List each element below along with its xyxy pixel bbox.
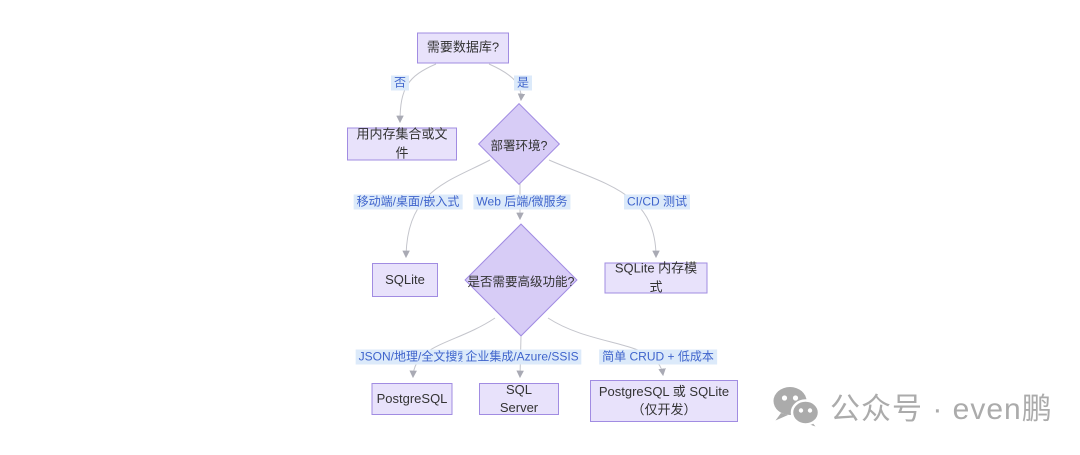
edge-deploy-env-mobile-sqlite <box>402 159 491 259</box>
node-advanced-label: 是否需要高级功能? <box>467 274 575 289</box>
edge-label-web: Web 后端/微服务 <box>473 194 571 210</box>
node-memory-file-label: 用内存集合或文件 <box>356 126 448 160</box>
node-sqlite-mem-label: SQLite 内存模式 <box>614 260 698 294</box>
edge-label-enterprise: 企业集成/Azure/SSIS <box>462 349 582 365</box>
edge-advanced-json-postgresql <box>409 317 496 379</box>
watermark: 公众号 · even鹏 <box>771 384 1053 428</box>
node-postgresql-label: PostgreSQL <box>376 390 448 406</box>
node-memory-file: 用内存集合或文件 <box>347 126 457 161</box>
node-advanced: 是否需要高级功能? <box>464 223 578 337</box>
node-sqlite: SQLite <box>372 263 438 297</box>
edge-label-no: 否 <box>390 75 410 91</box>
wechat-icon <box>773 386 819 426</box>
node-sqlserver: SQL Server <box>479 381 559 415</box>
edge-deploy-env-cicd-sqlite-mem <box>548 159 660 259</box>
node-deploy-env: 部署环境? <box>477 102 561 186</box>
node-need-db: 需要数据库? <box>417 32 509 64</box>
node-sqlite-label: SQLite <box>385 271 425 287</box>
edge-need-db-no-memory-file <box>396 63 437 124</box>
edge-label-yes: 是 <box>513 75 533 91</box>
node-sqlserver-label: SQL Server <box>499 381 539 415</box>
edge-advanced-crud-pg-or-sqlite <box>547 317 666 377</box>
node-postgresql: PostgreSQL <box>371 383 453 415</box>
edge-label-simple-crud: 简单 CRUD + 低成本 <box>599 349 717 365</box>
node-need-db-label: 需要数据库? <box>426 39 500 55</box>
node-pg-or-sqlite: PostgreSQL 或 SQLite（仅开发） <box>590 380 738 422</box>
node-sqlite-mem: SQLite 内存模式 <box>604 260 708 294</box>
node-pg-or-sqlite-label: PostgreSQL 或 SQLite（仅开发） <box>598 383 730 417</box>
node-deploy-env-label: 部署环境? <box>490 138 548 153</box>
edge-label-cicd: CI/CD 测试 <box>623 194 691 210</box>
watermark-text: 公众号 · even鹏 <box>830 393 1053 426</box>
edge-label-json-geo: JSON/地理/全文搜索 <box>355 349 473 365</box>
edge-label-mobile: 移动端/桌面/嵌入式 <box>353 194 463 210</box>
